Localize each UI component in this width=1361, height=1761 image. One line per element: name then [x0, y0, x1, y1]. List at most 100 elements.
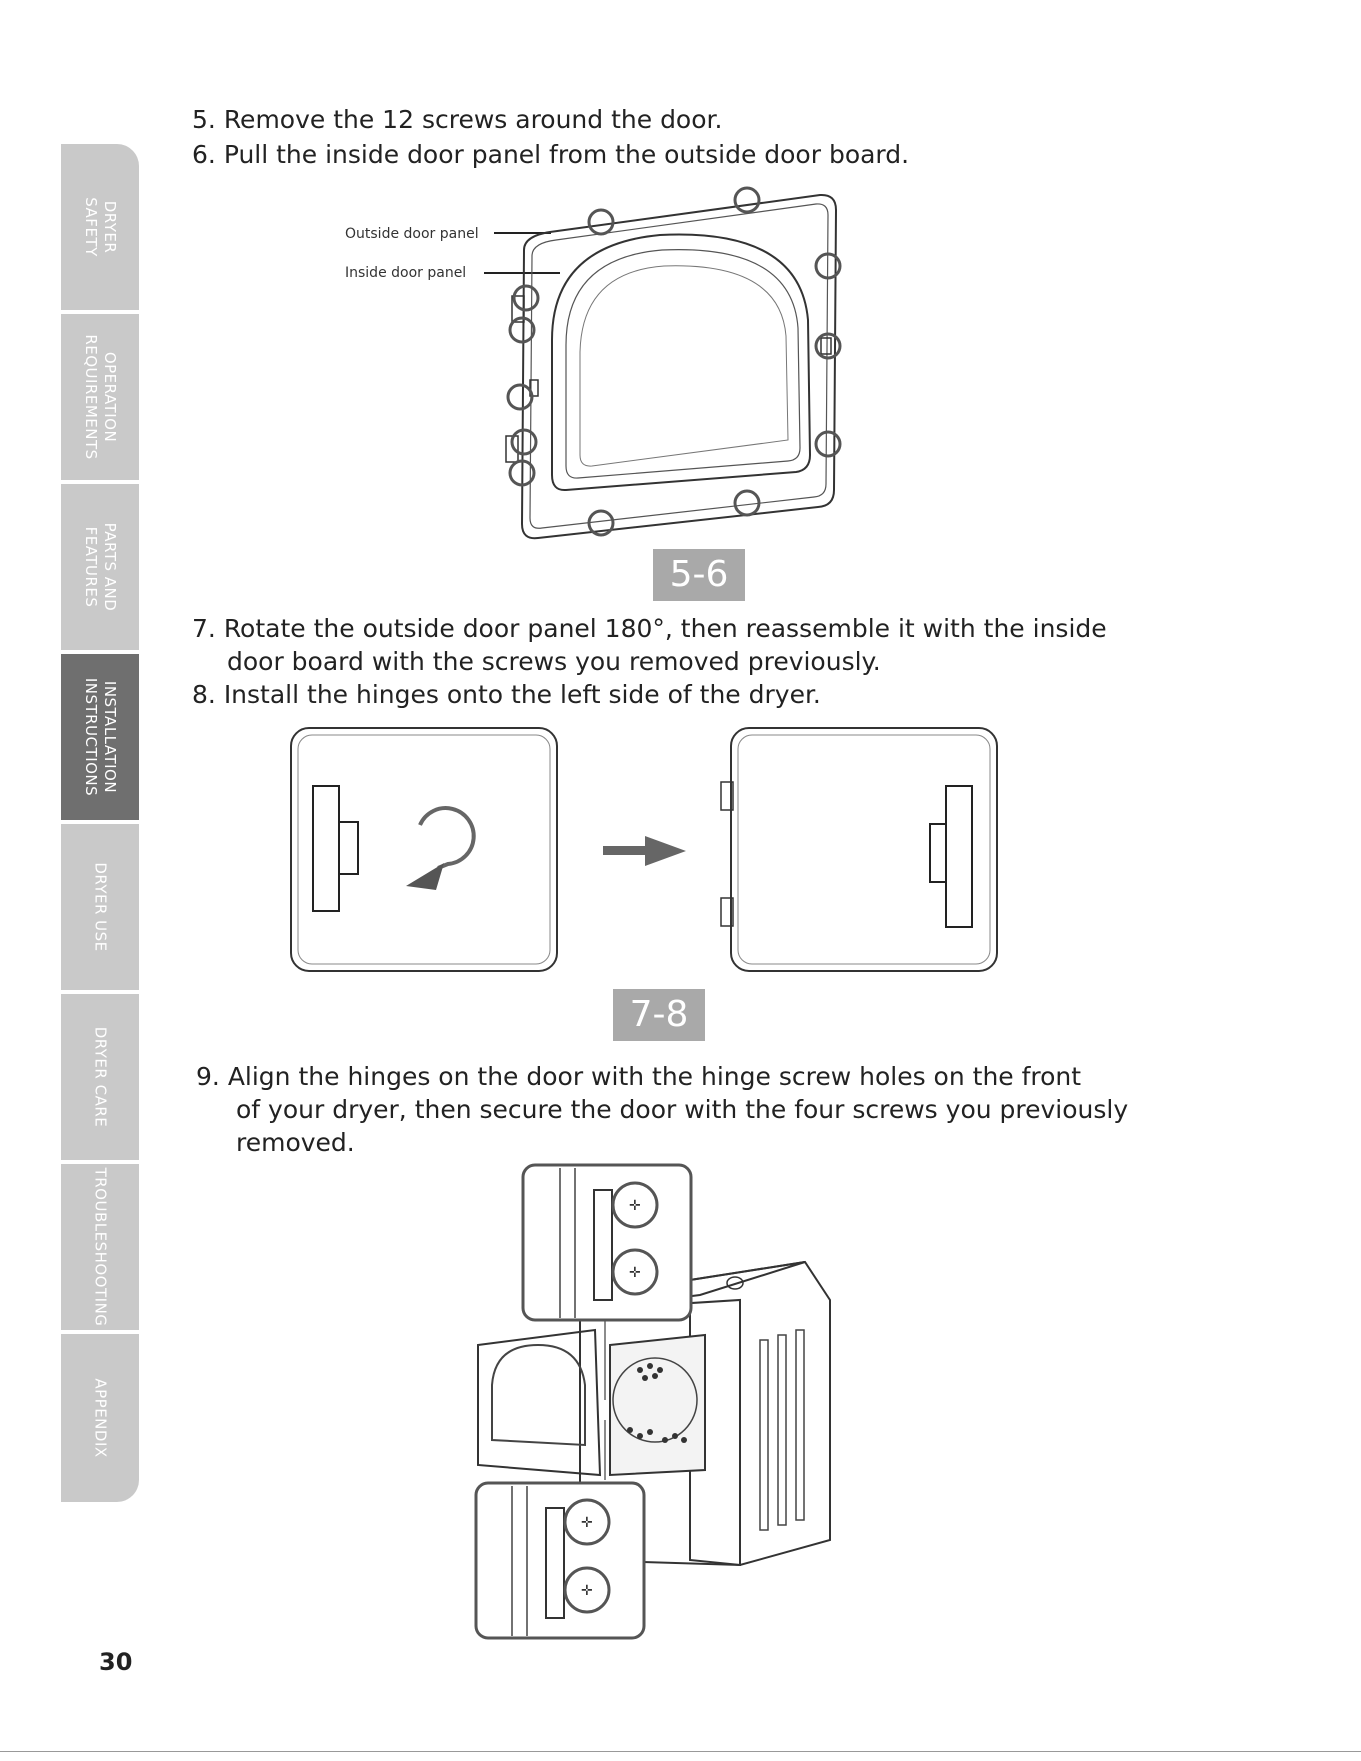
door-window — [491, 1343, 586, 1447]
perforation — [652, 1373, 658, 1379]
step-number: 9. — [196, 1062, 220, 1091]
step-text-line1: Rotate the outside door panel 180°, then… — [223, 614, 1107, 643]
hinge-detail-lower — [474, 1481, 646, 1640]
screw-circle — [814, 430, 842, 458]
screw-circle — [814, 332, 842, 360]
step-text: Install the hinges onto the left side of… — [223, 680, 821, 709]
screw-icon: ✛ — [629, 1265, 641, 1281]
tab-label: DRYER CARE — [91, 1026, 110, 1128]
perforation — [672, 1433, 678, 1439]
dryer-hinge-figure: ✛ ✛ ✛ ✛ — [474, 1163, 831, 1640]
hinge-plate-lower — [545, 1507, 565, 1619]
perforation — [627, 1427, 633, 1433]
perforation — [637, 1367, 643, 1373]
screw-icon: ✛ — [581, 1515, 593, 1531]
step-5: 5. Remove the 12 screws around the door. — [192, 104, 722, 136]
perforation — [662, 1437, 668, 1443]
inside-door-panel — [551, 233, 812, 492]
page-number: 30 — [99, 1648, 133, 1676]
perforation — [657, 1367, 663, 1373]
rotate-arrowhead-icon — [406, 863, 444, 890]
tab-label: DRYER SAFETY — [82, 197, 119, 257]
screw-circle — [587, 509, 615, 537]
outside-door-board-inner-edge — [529, 203, 829, 529]
tab-dryer-care[interactable]: DRYER CARE — [61, 994, 139, 1162]
arrow-right-shaft — [603, 846, 648, 855]
step-text-line3: removed. — [236, 1128, 355, 1157]
rotate-door-figure — [290, 727, 998, 972]
tab-operation-requirements[interactable]: OPERATION REQUIREMENTS — [61, 314, 139, 482]
door-panel-before — [290, 727, 558, 972]
step-number: 8. — [192, 680, 216, 709]
screw-circle — [733, 186, 761, 214]
tab-label: DRYER USE — [91, 862, 110, 952]
side-vents — [759, 1329, 805, 1531]
screw-circle — [563, 1566, 611, 1614]
hinge-upper-after — [720, 781, 734, 811]
drum — [612, 1357, 698, 1443]
screw-icon: ✛ — [629, 1198, 641, 1214]
outside-door-panel-label: Outside door panel — [345, 226, 479, 242]
open-door — [477, 1328, 602, 1477]
tab-dryer-safety[interactable]: DRYER SAFETY — [61, 144, 139, 312]
tab-installation-instructions[interactable]: INSTALLATION INSTRUCTIONS — [61, 654, 139, 822]
tab-troubleshooting[interactable]: TROUBLESHOOTING — [61, 1164, 139, 1332]
step-9-continued: of your dryer, then secure the door with… — [236, 1094, 1128, 1126]
drum-perforations — [627, 1363, 687, 1443]
outside-door-board — [520, 193, 838, 540]
step-text: Remove the 12 screws around the door. — [223, 105, 723, 134]
tab-label: PARTS AND FEATURES — [82, 522, 119, 612]
screw-circle — [512, 284, 540, 312]
step-text-line1: Align the hinges on the door with the hi… — [227, 1062, 1082, 1091]
vent-slot — [795, 1329, 805, 1521]
screw-circle — [611, 1181, 659, 1229]
rotate-arrow-icon — [418, 806, 476, 870]
step-9-continued: removed. — [236, 1127, 355, 1159]
screw-circle — [506, 383, 534, 411]
step-6: 6. Pull the inside door panel from the o… — [192, 139, 909, 171]
tab-appendix[interactable]: APPENDIX — [61, 1334, 139, 1502]
screw-circle — [508, 459, 536, 487]
screw-circle — [563, 1498, 611, 1546]
screw-circle — [508, 316, 536, 344]
tab-label: OPERATION REQUIREMENTS — [82, 334, 119, 460]
vent-slot — [777, 1334, 787, 1526]
handle-tab-after — [929, 823, 947, 883]
door-panel-after — [730, 727, 998, 972]
screw-circle — [611, 1248, 659, 1296]
figure-caption-5-6: 5-6 — [653, 549, 745, 601]
perforation — [647, 1429, 653, 1435]
side-latch — [820, 337, 832, 355]
door-panel-before-inner — [297, 734, 551, 965]
tab-dryer-use[interactable]: DRYER USE — [61, 824, 139, 992]
vent-slot — [759, 1339, 769, 1531]
inside-door-window-rim — [565, 249, 801, 479]
hinge-plate-upper — [593, 1189, 613, 1301]
tab-label: INSTALLATION INSTRUCTIONS — [82, 677, 119, 797]
step-8: 8. Install the hinges onto the left side… — [192, 679, 821, 711]
hinge-detail-upper — [521, 1163, 693, 1322]
handle-recess-after — [945, 785, 973, 928]
screw-circles — [506, 186, 842, 537]
screw-circle — [814, 252, 842, 280]
step-text-line2: of your dryer, then secure the door with… — [236, 1095, 1129, 1124]
drum-opening — [609, 1333, 706, 1477]
tab-parts-and-features[interactable]: PARTS AND FEATURES — [61, 484, 139, 652]
step-7-continued: door board with the screws you removed p… — [227, 646, 881, 678]
inside-door-panel-label: Inside door panel — [345, 265, 466, 281]
screw-icon: ✛ — [581, 1583, 593, 1599]
step-number: 7. — [192, 614, 216, 643]
hinge-lower-after — [720, 897, 734, 927]
screw-circle — [587, 208, 615, 236]
door-panel-figure: Outside door panel Inside door panel — [345, 186, 842, 540]
step-text-line2: door board with the screws you removed p… — [227, 647, 881, 676]
perforation — [681, 1437, 687, 1443]
figure-caption-7-8: 7-8 — [613, 989, 705, 1041]
screw-circle — [510, 428, 538, 456]
tab-label: TROUBLESHOOTING — [91, 1167, 110, 1327]
step-7: 7. Rotate the outside door panel 180°, t… — [192, 613, 1107, 645]
bottom-rule — [0, 1751, 1361, 1752]
screw-circle — [733, 489, 761, 517]
handle-tab-before — [338, 821, 359, 875]
step-number: 5. — [192, 105, 216, 134]
